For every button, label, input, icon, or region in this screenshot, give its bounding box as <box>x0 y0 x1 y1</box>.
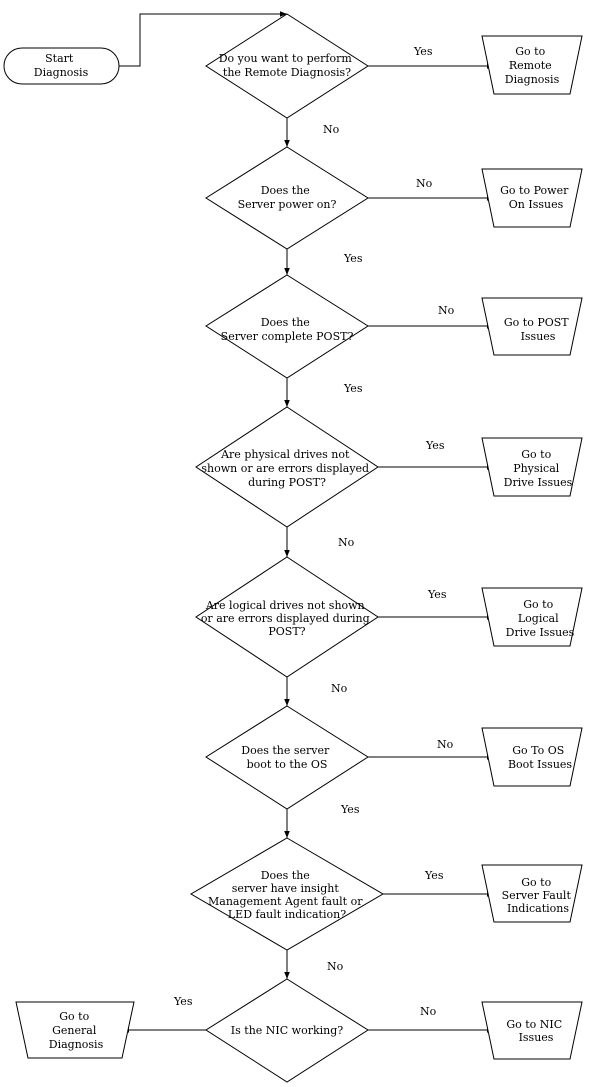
outcome-trapezoid <box>481 864 583 923</box>
outcome-trapezoid <box>481 1001 583 1060</box>
decision-power-on: Does the Server power on? <box>205 146 369 250</box>
flow-label: No <box>323 123 340 136</box>
branch-label: No <box>437 738 454 751</box>
decision-nic-working: Is the NIC working? <box>205 978 369 1083</box>
outcome-trapezoid <box>15 1001 135 1059</box>
flow-label: No <box>331 682 348 695</box>
decision-text: Are physical drives not shown or are err… <box>201 448 372 489</box>
outcome-nic-issues: Go to NIC Issues <box>481 1001 583 1060</box>
branch-label: Yes <box>425 439 445 452</box>
decision-logical-drives: Are logical drives not shown or are erro… <box>195 556 379 678</box>
decision-text: Are logical drives not shown or are erro… <box>201 599 373 638</box>
decision-text: Do you want to perform the Remote Diagno… <box>219 52 356 79</box>
outcome-general-diagnosis: Go to General Diagnosis <box>15 1001 135 1059</box>
outcome-text: Go to Physical Drive Issues <box>504 448 573 489</box>
branch-label: No <box>420 1005 437 1018</box>
outcome-text: Go to Remote Diagnosis <box>505 45 560 86</box>
branch-label: Yes <box>413 45 433 58</box>
outcome-trapezoid <box>481 727 583 787</box>
flow-label: Yes <box>343 252 363 265</box>
outcome-text: Go to Logical Drive Issues <box>506 598 575 639</box>
decision-text: Is the NIC working? <box>231 1024 343 1037</box>
decision-boot-os: Does the server boot to the OS <box>205 705 369 810</box>
decision-text: Does the server have insight Management … <box>208 869 366 921</box>
decision-text: Does the Server complete POST? <box>221 316 354 343</box>
decision-remote-diagnosis: Do you want to perform the Remote Diagno… <box>205 13 369 119</box>
outcome-text: Go to General Diagnosis <box>49 1010 104 1051</box>
flow-label: Yes <box>340 803 360 816</box>
start-label: Start Diagnosis <box>34 52 89 79</box>
outcome-remote-diagnosis: Go to Remote Diagnosis <box>481 35 583 95</box>
flow-label: No <box>338 536 355 549</box>
outcome-text: Go to Power On Issues <box>500 184 572 211</box>
outcome-text: Go To OS Boot Issues <box>508 744 572 771</box>
decision-text: Does the server boot to the OS <box>241 744 333 771</box>
outcome-power-on-issues: Go to Power On Issues <box>481 168 583 228</box>
decision-complete-post: Does the Server complete POST? <box>205 274 369 379</box>
branch-label: No <box>416 177 433 190</box>
outcome-trapezoid <box>481 297 583 356</box>
outcome-trapezoid <box>481 168 583 228</box>
outcome-text: Go to POST Issues <box>504 316 572 343</box>
branch-label: Yes <box>173 995 193 1008</box>
outcome-trapezoid <box>481 437 583 497</box>
flow-label: Yes <box>343 382 363 395</box>
outcome-trapezoid <box>481 35 583 95</box>
branch-label: No <box>438 304 455 317</box>
branch-label: Yes <box>424 869 444 882</box>
flow-label: No <box>327 960 344 973</box>
outcome-server-fault-indications: Go to Server Fault Indications <box>481 864 583 923</box>
outcome-os-boot-issues: Go To OS Boot Issues <box>481 727 583 787</box>
outcome-text: Go to NIC Issues <box>506 1018 565 1044</box>
start-connector <box>119 11 287 67</box>
decision-insight-fault: Does the server have insight Management … <box>190 837 384 951</box>
branch-label: Yes <box>427 588 447 601</box>
outcome-text: Go to Server Fault Indications <box>502 876 575 915</box>
decision-physical-drives: Are physical drives not shown or are err… <box>195 406 379 528</box>
outcome-post-issues: Go to POST Issues <box>481 297 583 356</box>
outcome-physical-drive-issues: Go to Physical Drive Issues <box>481 437 583 497</box>
decision-text: Does the Server power on? <box>238 184 337 211</box>
decision-diamond <box>205 978 369 1083</box>
outcome-logical-drive-issues: Go to Logical Drive Issues <box>481 587 583 647</box>
outcome-trapezoid <box>481 587 583 647</box>
